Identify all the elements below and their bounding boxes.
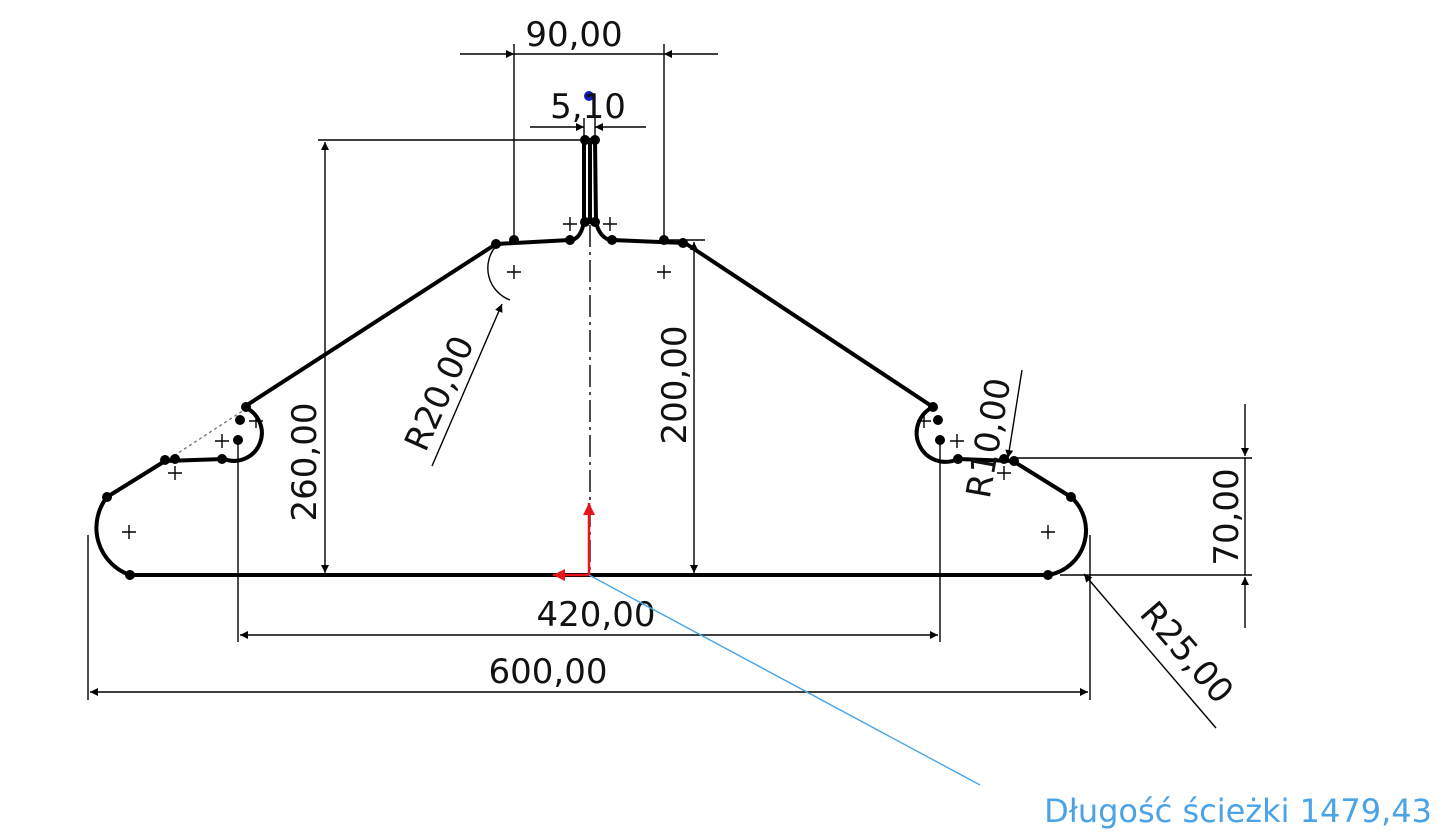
origin-axes bbox=[553, 503, 595, 581]
dim-top-width[interactable]: 90,00 bbox=[460, 15, 718, 236]
dim-tip-height[interactable]: 70,00 bbox=[1014, 404, 1252, 628]
dim-top-width-label: 90,00 bbox=[525, 15, 622, 55]
dim-fillet-shoulder[interactable]: R10,00 bbox=[959, 369, 1023, 501]
dim-fillet-end[interactable]: R25,00 bbox=[1083, 573, 1241, 729]
blue-point[interactable] bbox=[584, 91, 594, 101]
dim-shoulder-height[interactable]: 200,00 bbox=[655, 239, 705, 573]
dim-tip-height-label: 70,00 bbox=[1207, 468, 1247, 565]
path-length-leader bbox=[588, 574, 981, 786]
dim-total-height[interactable]: 260,00 bbox=[285, 139, 580, 573]
dim-inner-width[interactable]: 420,00 bbox=[237, 440, 941, 642]
arc-centers bbox=[122, 217, 1055, 539]
dim-overall-width-label: 600,00 bbox=[489, 652, 608, 692]
dim-fillet-shoulder-label: R10,00 bbox=[959, 375, 1019, 501]
path-length-label: Długość ścieżki 1479,43 bbox=[1044, 792, 1432, 830]
dim-fillet-top-label: R20,00 bbox=[397, 330, 483, 457]
dim-fillet-top[interactable]: R20,00 bbox=[397, 245, 511, 467]
dim-slot-width-label: 5,10 bbox=[550, 87, 626, 127]
dim-inner-width-label: 420,00 bbox=[537, 595, 656, 635]
dim-overall-width[interactable]: 600,00 bbox=[87, 535, 1091, 700]
dim-total-height-label: 260,00 bbox=[285, 403, 325, 522]
dim-shoulder-height-label: 200,00 bbox=[655, 326, 695, 445]
construction-line bbox=[168, 409, 245, 460]
dim-slot-width[interactable]: 5,10 bbox=[530, 87, 646, 136]
